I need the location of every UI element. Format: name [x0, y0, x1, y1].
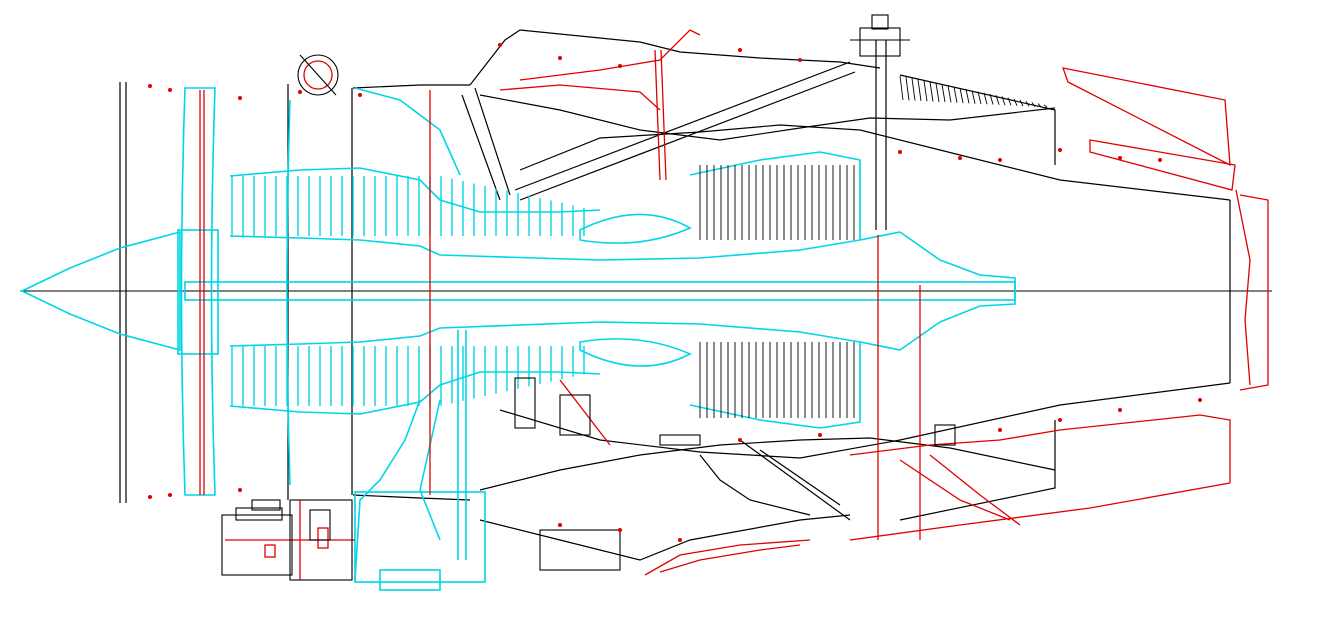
bypass-vane [911, 78, 916, 101]
rivet-marker [238, 488, 242, 492]
bypass-vane [923, 80, 928, 102]
rivet-marker [998, 158, 1002, 162]
bypass-vane [941, 84, 946, 103]
outer-casing [20, 29, 1272, 561]
bypass-vane [917, 79, 922, 101]
rivet-marker [1198, 398, 1202, 402]
rivet-marker [1058, 418, 1062, 422]
bypass-vane [971, 90, 976, 104]
bypass-vane [1001, 96, 1006, 106]
bypass-vane [989, 93, 994, 105]
rivet-marker [148, 84, 152, 88]
bypass-vane [947, 85, 952, 103]
rivet-marker [1118, 408, 1122, 412]
rivet-marker [818, 433, 822, 437]
rivet-marker [678, 538, 682, 542]
rivet-marker [1158, 158, 1162, 162]
bypass-vane [1037, 103, 1042, 108]
bypass-vane [983, 92, 988, 105]
rivet-marker [148, 495, 152, 499]
rivet-marker [298, 90, 302, 94]
rivet-marker [738, 48, 742, 52]
rivet-marker [1118, 156, 1122, 160]
rivet-marker [168, 493, 172, 497]
bypass-vane [1019, 99, 1024, 107]
bypass-vane [1031, 102, 1036, 107]
rivet-marker [798, 58, 802, 62]
rivet-marker [238, 96, 242, 100]
rivet-marker [618, 64, 622, 68]
bypass-vane [1025, 100, 1030, 107]
rivet-marker [998, 428, 1002, 432]
bypass-vane [1007, 97, 1012, 106]
rivet-marker [558, 56, 562, 60]
turbine-blades [699, 75, 1048, 418]
red-detail-parts [199, 29, 1269, 580]
rivet-marker [1058, 148, 1062, 152]
rivet-marker [898, 150, 902, 154]
rivet-marker [558, 523, 562, 527]
fastener-markers [148, 43, 1202, 542]
bypass-vane [977, 91, 982, 105]
rivet-marker [958, 156, 962, 160]
bypass-vane [1013, 98, 1018, 106]
bypass-vane [995, 95, 1000, 105]
bypass-vane [1043, 104, 1048, 108]
rivet-marker [358, 93, 362, 97]
bypass-vane [965, 89, 970, 104]
bypass-vane [953, 86, 958, 103]
bypass-vane [929, 81, 934, 102]
rivet-marker [168, 88, 172, 92]
accessory-gearbox [221, 14, 956, 581]
core-engine [20, 87, 1016, 591]
rivet-marker [498, 43, 502, 47]
rivet-marker [618, 528, 622, 532]
compressor-blades [231, 176, 585, 406]
bypass-vane [959, 87, 964, 104]
bypass-vane [899, 75, 904, 101]
bypass-vane [935, 83, 940, 102]
rivet-marker [738, 438, 742, 442]
bypass-vane [905, 77, 910, 101]
